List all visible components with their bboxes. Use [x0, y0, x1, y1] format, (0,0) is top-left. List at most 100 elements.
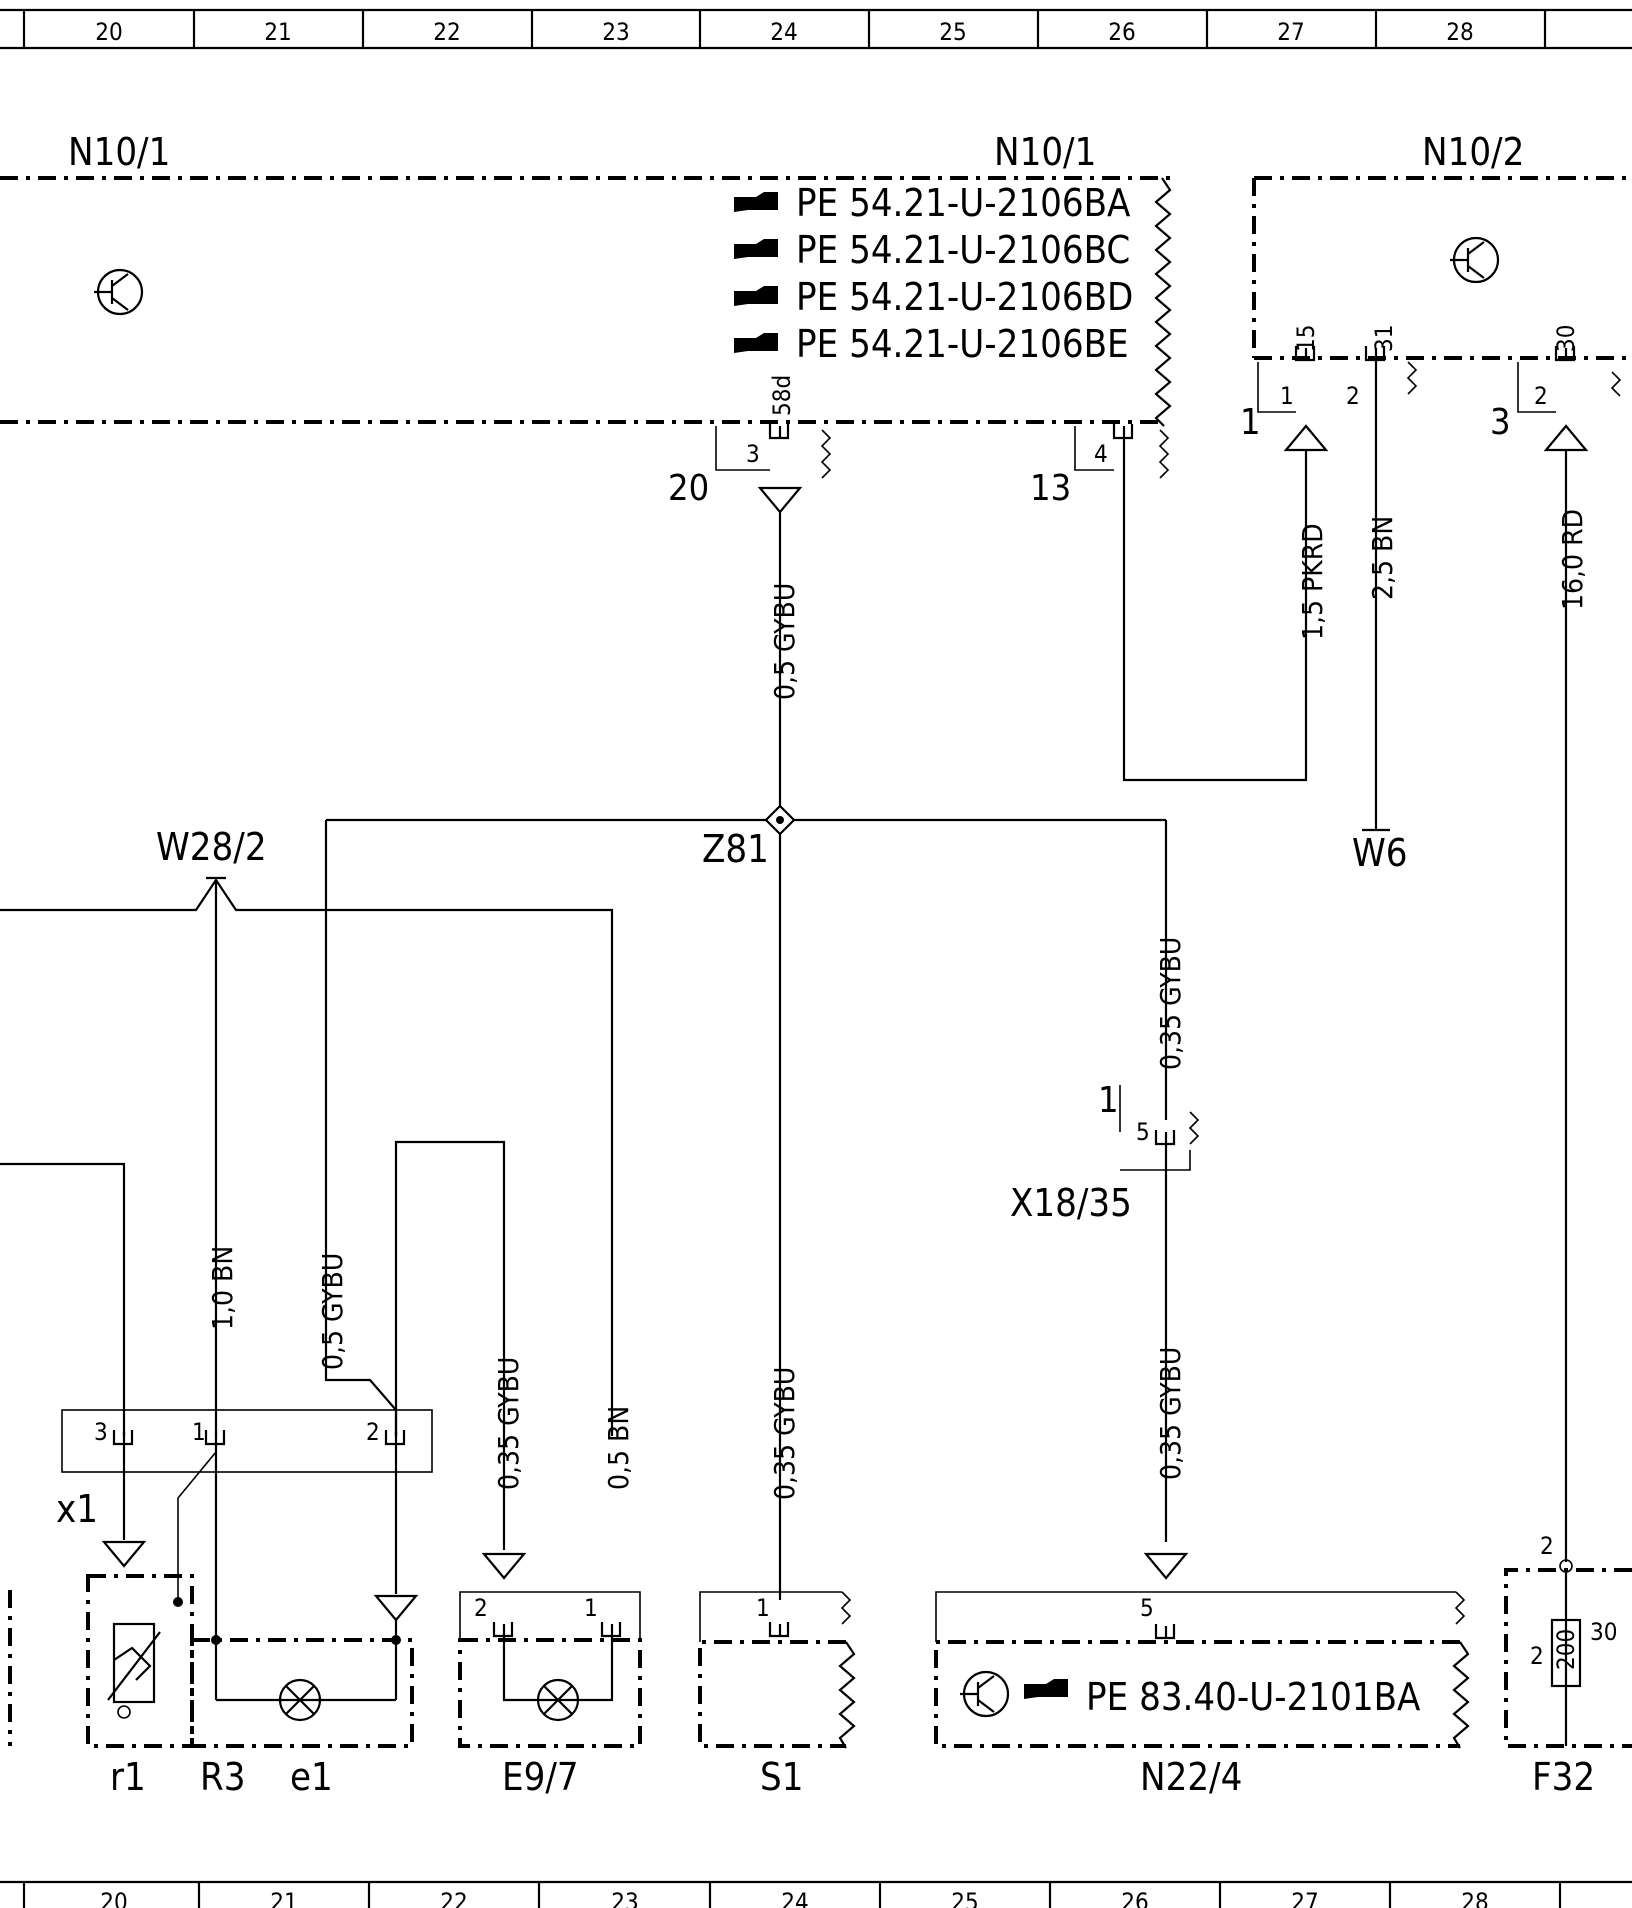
transistor-icon: [94, 268, 144, 316]
connector-number: 1: [1098, 1080, 1119, 1121]
reference-line: PE 54.21-U-2106BD: [796, 275, 1133, 319]
transistor-icon: [1450, 236, 1500, 284]
terminal-label: 58d: [768, 375, 796, 416]
terminal-label: 31: [1370, 325, 1398, 352]
temperature-sensor-icon: [107, 1622, 161, 1719]
pin-number: 1: [756, 1594, 770, 1622]
grid-col-label: 26: [1121, 1888, 1148, 1908]
transistor-icon: [960, 1670, 1010, 1718]
n22-4-module: 5 PE 83.40-U-2101BA N22/4: [934, 1591, 1470, 1799]
n10-1-module: N10/1 N10/1 PE 54.21-U-2106BA PE 54.21-U…: [0, 130, 1172, 514]
s1-label: S1: [760, 1755, 803, 1799]
pin-number: 2: [1540, 1532, 1554, 1560]
grid-col-label: 25: [939, 18, 966, 46]
pin-number: 5: [1140, 1594, 1154, 1622]
w6-label: W6: [1352, 831, 1408, 875]
grid-col-label: 24: [781, 1888, 808, 1908]
reference-line: PE 54.21-U-2106BA: [796, 181, 1131, 225]
pin-number: 2: [366, 1418, 380, 1446]
pin-number: 1: [584, 1594, 598, 1622]
reference-list: PE 54.21-U-2106BA PE 54.21-U-2106BC PE 5…: [734, 181, 1133, 366]
connector-number: 13: [1030, 468, 1071, 509]
grid-col-label: 22: [433, 18, 460, 46]
top-grid-ruler: 20 21 22 23 24 25 26 27 28: [0, 8, 1632, 50]
grid-col-label: 20: [95, 18, 122, 46]
grid-col-label: 27: [1291, 1888, 1318, 1908]
pointing-hand-icon: [1024, 1679, 1068, 1699]
s1-switch: 1 S1: [698, 1591, 856, 1799]
z81-label: Z81: [702, 827, 769, 871]
grid-col-label: 24: [770, 18, 797, 46]
wires: 0,5 GYBU 1,5 PKRD 2,5 BN W6 16,0 RD Z81 …: [0, 360, 1589, 1600]
connector-number: 20: [668, 468, 709, 509]
pin-number: 4: [1094, 440, 1108, 468]
grid-col-label: 23: [602, 18, 629, 46]
splice-z81: [764, 804, 796, 836]
x1-label: x1: [56, 1487, 98, 1531]
pointing-hand-icon: [734, 286, 778, 306]
reference-line: PE 54.21-U-2106BE: [796, 322, 1129, 366]
n10-1-label-right: N10/1: [994, 130, 1096, 174]
grid-col-label: 21: [270, 1888, 297, 1908]
n22-4-label: N22/4: [1140, 1755, 1242, 1799]
pin-number: 1: [192, 1418, 206, 1446]
fuse-rating: 200: [1552, 1629, 1580, 1670]
r3-label: R3: [200, 1755, 246, 1799]
grid-col-label: 26: [1108, 18, 1135, 46]
grid-col-label: 28: [1446, 18, 1473, 46]
connector-number: 1: [1240, 402, 1261, 443]
pin-number: 5: [1136, 1118, 1150, 1146]
grid-col-label: 23: [611, 1888, 638, 1908]
x18-35-connector: 5 1 X18/35: [1010, 1080, 1200, 1225]
reference-line: PE 54.21-U-2106BC: [796, 228, 1130, 272]
pointing-hand-icon: [734, 333, 778, 353]
grid-col-label: 25: [951, 1888, 978, 1908]
fuse-terminal: 30: [1590, 1618, 1617, 1646]
wire-label: 1,5 PKRD: [1296, 523, 1329, 640]
n10-1-connector-a: 3 58d 20: [668, 375, 832, 514]
n10-2-module: N10/2 15 1 1 31 2 30 2 3: [1240, 130, 1632, 452]
pointing-hand-icon: [734, 239, 778, 259]
pin-number: 2: [474, 1594, 488, 1622]
w28-2-label: W28/2: [156, 825, 267, 869]
r1-label: r1: [110, 1755, 146, 1799]
pin-number: 3: [94, 1418, 108, 1446]
wire-label: 16,0 RD: [1556, 509, 1589, 610]
wire-label: 0,5 BN: [602, 1406, 635, 1490]
wire-label: 0,5 GYBU: [316, 1253, 349, 1370]
pin-number: 1: [1280, 382, 1294, 410]
wire-label: 0,35 GYBU: [768, 1367, 801, 1500]
grid-col-label: 28: [1461, 1888, 1488, 1908]
wire-label: 0,35 GYBU: [1154, 937, 1187, 1070]
n22-4-reference: PE 83.40-U-2101BA: [1086, 1675, 1421, 1719]
n10-2-label: N10/2: [1422, 130, 1524, 174]
grid-col-label: 27: [1277, 18, 1304, 46]
x18-35-label: X18/35: [1010, 1181, 1132, 1225]
x1-connector: 3 1 2 x1: [56, 1409, 433, 1531]
grid-col-label: 22: [440, 1888, 467, 1908]
wire-label: 2,5 BN: [1366, 516, 1399, 600]
wire-label: 0,35 GYBU: [1154, 1347, 1187, 1480]
n10-1-label-left: N10/1: [68, 130, 170, 174]
lamp-icon: [536, 1678, 580, 1722]
f32-fuse-block: 2 200 2 30 F32: [1504, 1532, 1632, 1799]
fuse-pin: 2: [1530, 1642, 1544, 1670]
r3-e1-cluster: r1 R3 e1: [86, 1444, 419, 1799]
grid-col-label: 21: [264, 18, 291, 46]
wire-label: 0,35 GYBU: [492, 1357, 525, 1490]
lamp-icon: [278, 1678, 322, 1722]
e1-label: e1: [290, 1755, 333, 1799]
wire-label: 1,0 BN: [206, 1246, 239, 1330]
terminal-label: 15: [1292, 325, 1320, 352]
f32-label: F32: [1532, 1755, 1595, 1799]
wire-label: 0,5 GYBU: [768, 583, 801, 700]
bottom-grid-ruler: 20 21 22 23 24 25 26 27 28: [0, 1880, 1632, 1908]
pointing-hand-icon: [734, 192, 778, 212]
grid-col-label: 20: [100, 1888, 127, 1908]
pin-number: 3: [746, 440, 760, 468]
e9-7-lamp: 2 1 E9/7: [458, 1591, 642, 1799]
n10-1-connector-b: 4 13: [1030, 424, 1170, 509]
e9-7-label: E9/7: [502, 1755, 579, 1799]
pin-number: 2: [1346, 382, 1360, 410]
pin-number: 2: [1534, 382, 1548, 410]
